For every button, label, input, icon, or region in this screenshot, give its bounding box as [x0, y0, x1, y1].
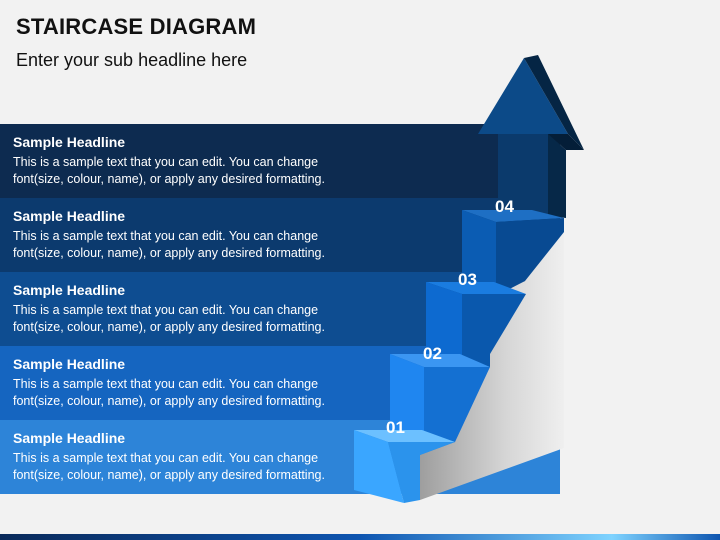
- arrow-head-bottom: [548, 134, 584, 150]
- band-text-line-2: font(size, colour, name), or apply any d…: [13, 246, 325, 260]
- step-1-front: [354, 430, 404, 503]
- step-label-1: 01: [386, 418, 405, 437]
- arrow-head: [478, 58, 568, 134]
- band-headline: Sample Headline: [13, 430, 126, 446]
- step-label-2: 02: [423, 344, 442, 363]
- step-2-side: [424, 367, 490, 444]
- step-4-side: [496, 218, 564, 296]
- band-text: This is a sample text that you can edit.…: [13, 376, 560, 410]
- step-2-front: [390, 354, 424, 444]
- step-3-top: [426, 282, 526, 294]
- band-text: This is a sample text that you can edit.…: [13, 228, 560, 262]
- band-text-line-2: font(size, colour, name), or apply any d…: [13, 468, 325, 482]
- step-2-top: [390, 354, 490, 367]
- band-headline: Sample Headline: [13, 356, 126, 372]
- footer-gradient-bar: [0, 534, 720, 540]
- band-text: This is a sample text that you can edit.…: [13, 154, 560, 188]
- arrow-shaft-side: [548, 134, 566, 218]
- step-label-4: 04: [495, 197, 514, 216]
- arrow-shaft: [498, 134, 548, 216]
- band-text-line-1: This is a sample text that you can edit.…: [13, 229, 319, 243]
- band-text: This is a sample text that you can edit.…: [13, 450, 560, 484]
- band-text-line-1: This is a sample text that you can edit.…: [13, 303, 319, 317]
- step-1-front-face: [388, 442, 455, 503]
- step-3-side: [462, 294, 526, 370]
- step-1-top: [354, 430, 455, 442]
- band-text-line-1: This is a sample text that you can edit.…: [13, 155, 319, 169]
- band-text-line-2: font(size, colour, name), or apply any d…: [13, 320, 325, 334]
- band-text-line-1: This is a sample text that you can edit.…: [13, 451, 319, 465]
- band-text-line-2: font(size, colour, name), or apply any d…: [13, 394, 325, 408]
- band-text: This is a sample text that you can edit.…: [13, 302, 560, 336]
- headline-band-1[interactable]: Sample Headline This is a sample text th…: [0, 124, 560, 198]
- band-text-line-1: This is a sample text that you can edit.…: [13, 377, 319, 391]
- band-headline: Sample Headline: [13, 134, 126, 150]
- step-label-3: 03: [458, 270, 477, 289]
- step-4-front: [462, 210, 496, 296]
- arrow-head-side: [524, 55, 584, 150]
- page-subtitle: Enter your sub headline here: [16, 50, 248, 70]
- step-3-front: [426, 282, 462, 370]
- band-text-line-2: font(size, colour, name), or apply any d…: [13, 172, 325, 186]
- page-title: STAIRCASE DIAGRAM: [16, 14, 257, 39]
- band-headline: Sample Headline: [13, 208, 126, 224]
- band-headline: Sample Headline: [13, 282, 126, 298]
